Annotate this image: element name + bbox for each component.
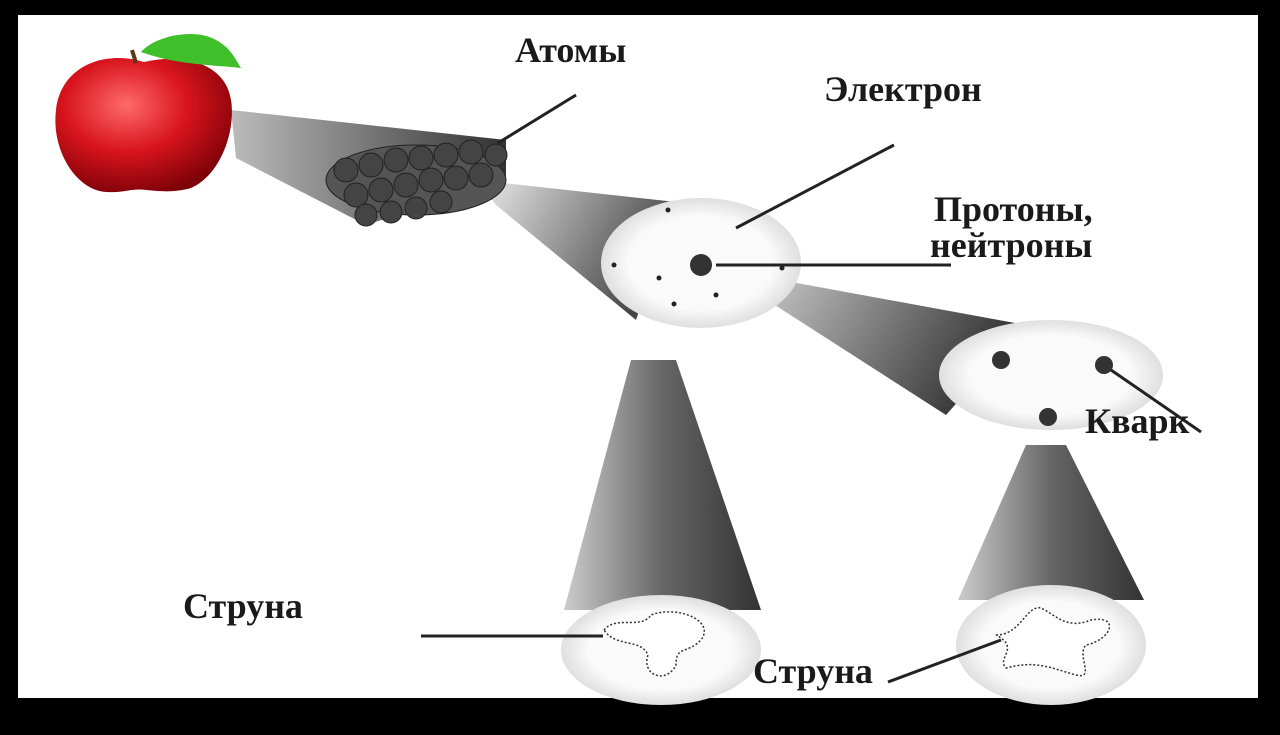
string-loop-left xyxy=(603,611,705,677)
label-protons-neutrons-1: Протоны, xyxy=(934,189,1093,229)
proton-disc xyxy=(939,320,1163,430)
scale-diagram xyxy=(55,33,1202,705)
cone-left-vertical xyxy=(564,360,761,610)
atoms-cluster xyxy=(325,139,508,227)
diagram-canvas: Атомы Электрон Протоны, нейтроны Кварк С… xyxy=(18,15,1258,705)
nucleus xyxy=(690,254,712,276)
label-string-right: Струна xyxy=(753,651,873,691)
label-string-left: Струна xyxy=(183,586,303,626)
label-electron: Электрон xyxy=(824,69,982,109)
label-quark: Кварк xyxy=(1085,401,1190,441)
quarks xyxy=(992,351,1113,426)
electron-dots xyxy=(611,207,785,307)
label-atoms: Атомы xyxy=(515,30,627,70)
label-protons-neutrons-2: нейтроны xyxy=(930,225,1093,265)
string-loop-right xyxy=(995,607,1111,677)
cone-right-vertical xyxy=(958,445,1144,600)
leader-lines xyxy=(421,93,1202,684)
apple-image xyxy=(55,33,241,193)
